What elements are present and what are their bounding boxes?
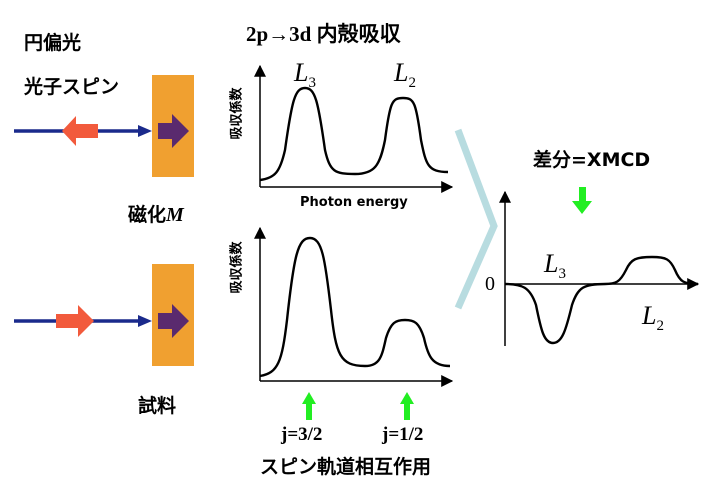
spin-orbit-label: スピン軌道相互作用: [260, 456, 432, 478]
top-absorption-curve: [259, 86, 449, 182]
difference-bracket: [454, 128, 498, 310]
xmcd-L2-letter: L: [642, 301, 657, 330]
xmcd-L3-label: L3: [544, 251, 566, 282]
circular-polarization-label: 円偏光: [24, 32, 82, 54]
peak-L2-top-sub: 2: [408, 75, 416, 92]
bottom-beam-arrowhead: [138, 315, 152, 327]
peak-L3-top-label: L3: [294, 60, 316, 91]
j32-label: j=3/2: [281, 424, 323, 445]
top-plot-y-label: 吸収係数: [229, 87, 245, 140]
j12-label: j=1/2: [382, 424, 424, 445]
xmcd-title: 差分=XMCD: [533, 149, 651, 171]
xmcd-green-arrow: [572, 187, 592, 214]
top-magnetization-arrow: [158, 114, 189, 148]
j12-green-arrow: [400, 392, 414, 420]
peak-L3-top-sub: 3: [308, 75, 316, 92]
top-photon-spin-arrow: [62, 116, 98, 146]
magnetization-label: 磁化M: [128, 205, 184, 225]
xmcd-zero-label: 0: [485, 273, 495, 295]
peak-L2-top-label: L2: [394, 60, 416, 91]
sample-label: 試料: [138, 395, 177, 417]
magnetization-symbol: M: [166, 204, 184, 226]
photon-energy-label: Photon energy: [300, 195, 408, 210]
peak-L3-top-letter: L: [294, 58, 309, 87]
j32-green-arrow: [302, 392, 316, 420]
photon-spin-label: 光子スピン: [24, 76, 120, 98]
absorption-title: 2p→3d 内殻吸収: [246, 22, 401, 46]
magnetization-prefix: 磁化: [128, 204, 167, 226]
top-beam-arrowhead: [138, 125, 152, 137]
xmcd-L2-sub: 2: [656, 318, 664, 335]
peak-L2-top-letter: L: [394, 58, 409, 87]
xmcd-curve: [504, 255, 699, 345]
bottom-absorption-curve: [259, 236, 451, 378]
xmcd-L2-label: L2: [642, 303, 664, 334]
bottom-plot-y-label: 吸収係数: [229, 241, 245, 294]
bottom-magnetization-arrow: [158, 304, 189, 338]
bottom-photon-spin-arrow: [56, 305, 94, 337]
xmcd-L3-letter: L: [544, 249, 559, 278]
xmcd-L3-sub: 3: [558, 266, 566, 283]
